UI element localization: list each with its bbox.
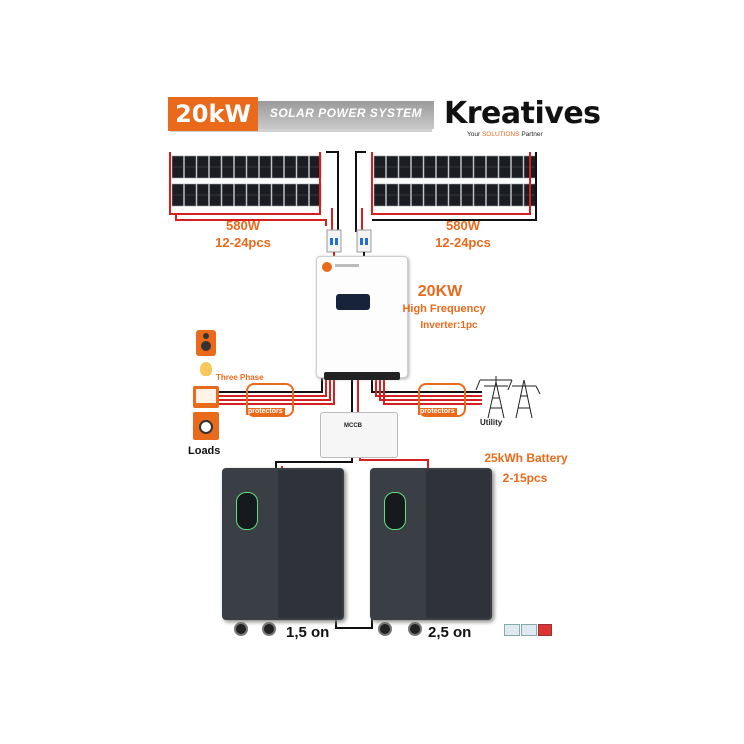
battery-right-on-label: 2,5 on [428,624,472,641]
inverter-type-label: High Frequency [402,303,486,315]
inverter-display [336,294,370,310]
loads-label: Loads [188,445,221,457]
protector-right [418,383,466,417]
three-phase-label: Three Phase [216,373,264,382]
battery-right-side [426,470,490,618]
tv-icon [193,386,219,408]
port-icon [504,624,520,636]
utility-tower-icon [475,376,541,419]
power-badge: 20kW [168,97,258,131]
inverter-logo-icon [322,262,332,272]
mccb-box [320,412,398,458]
speaker-icon [196,330,216,356]
tagline-suffix: Partner [519,131,543,138]
tagline-prefix: Your [467,131,482,138]
battery-capacity-label: 25kWh Battery [484,451,568,465]
battery-left-wheel [262,622,276,636]
protector-right-label: protectors [418,408,457,415]
tagline-highlight: SOLUTIONS [481,131,520,138]
port-icon [521,624,537,636]
battery-right-wheel [408,622,422,636]
dip-switch-icon [538,624,552,636]
protector-left-label: protectors [246,408,285,415]
inverter-logo-text [335,264,359,267]
battery-left-wheel [234,622,248,636]
inverter-terminals [324,372,400,380]
header-badge-shadow [170,126,432,132]
dc-breaker-right [356,229,372,253]
bulb-icon [200,362,212,376]
battery-count-label: 2-15pcs [502,471,548,485]
solar-array-right [373,155,536,207]
brand-tagline: Your SOLUTIONS Partner [467,131,543,138]
inverter-qty-label: Inverter:1pc [420,320,478,331]
pv-wires-right [355,151,537,232]
ac-wires-utility [371,378,482,405]
left-array-label: 580W 12-24pcs [188,217,298,251]
battery-left-side [278,470,342,618]
right-array-label: 580W 12-24pcs [408,217,518,251]
washing-machine-icon [193,412,219,440]
solar-array-left [171,155,322,207]
left-array-count: 12-24pcs [215,235,271,250]
inverter-unit [316,256,408,378]
battery-right-wheel [378,622,392,636]
system-title: SOLAR POWER SYSTEM [258,101,434,129]
left-array-watt: 580W [226,218,260,233]
protector-left [246,383,294,417]
right-array-watt: 580W [446,218,480,233]
inverter-power-label: 20KW [417,283,463,300]
right-array-count: 12-24pcs [435,235,491,250]
battery-wires [275,378,429,629]
battery-right-display [384,492,406,530]
battery-left-on-label: 1,5 on [286,624,330,641]
mccb-label: MCCB [344,423,362,429]
pv-wires-left [169,151,339,232]
utility-label: Utility [480,418,503,427]
brand-logo: Kreatives [444,96,601,131]
ac-wires-loads [218,378,335,405]
battery-left-display [236,492,258,530]
dc-breaker-left [326,229,342,253]
